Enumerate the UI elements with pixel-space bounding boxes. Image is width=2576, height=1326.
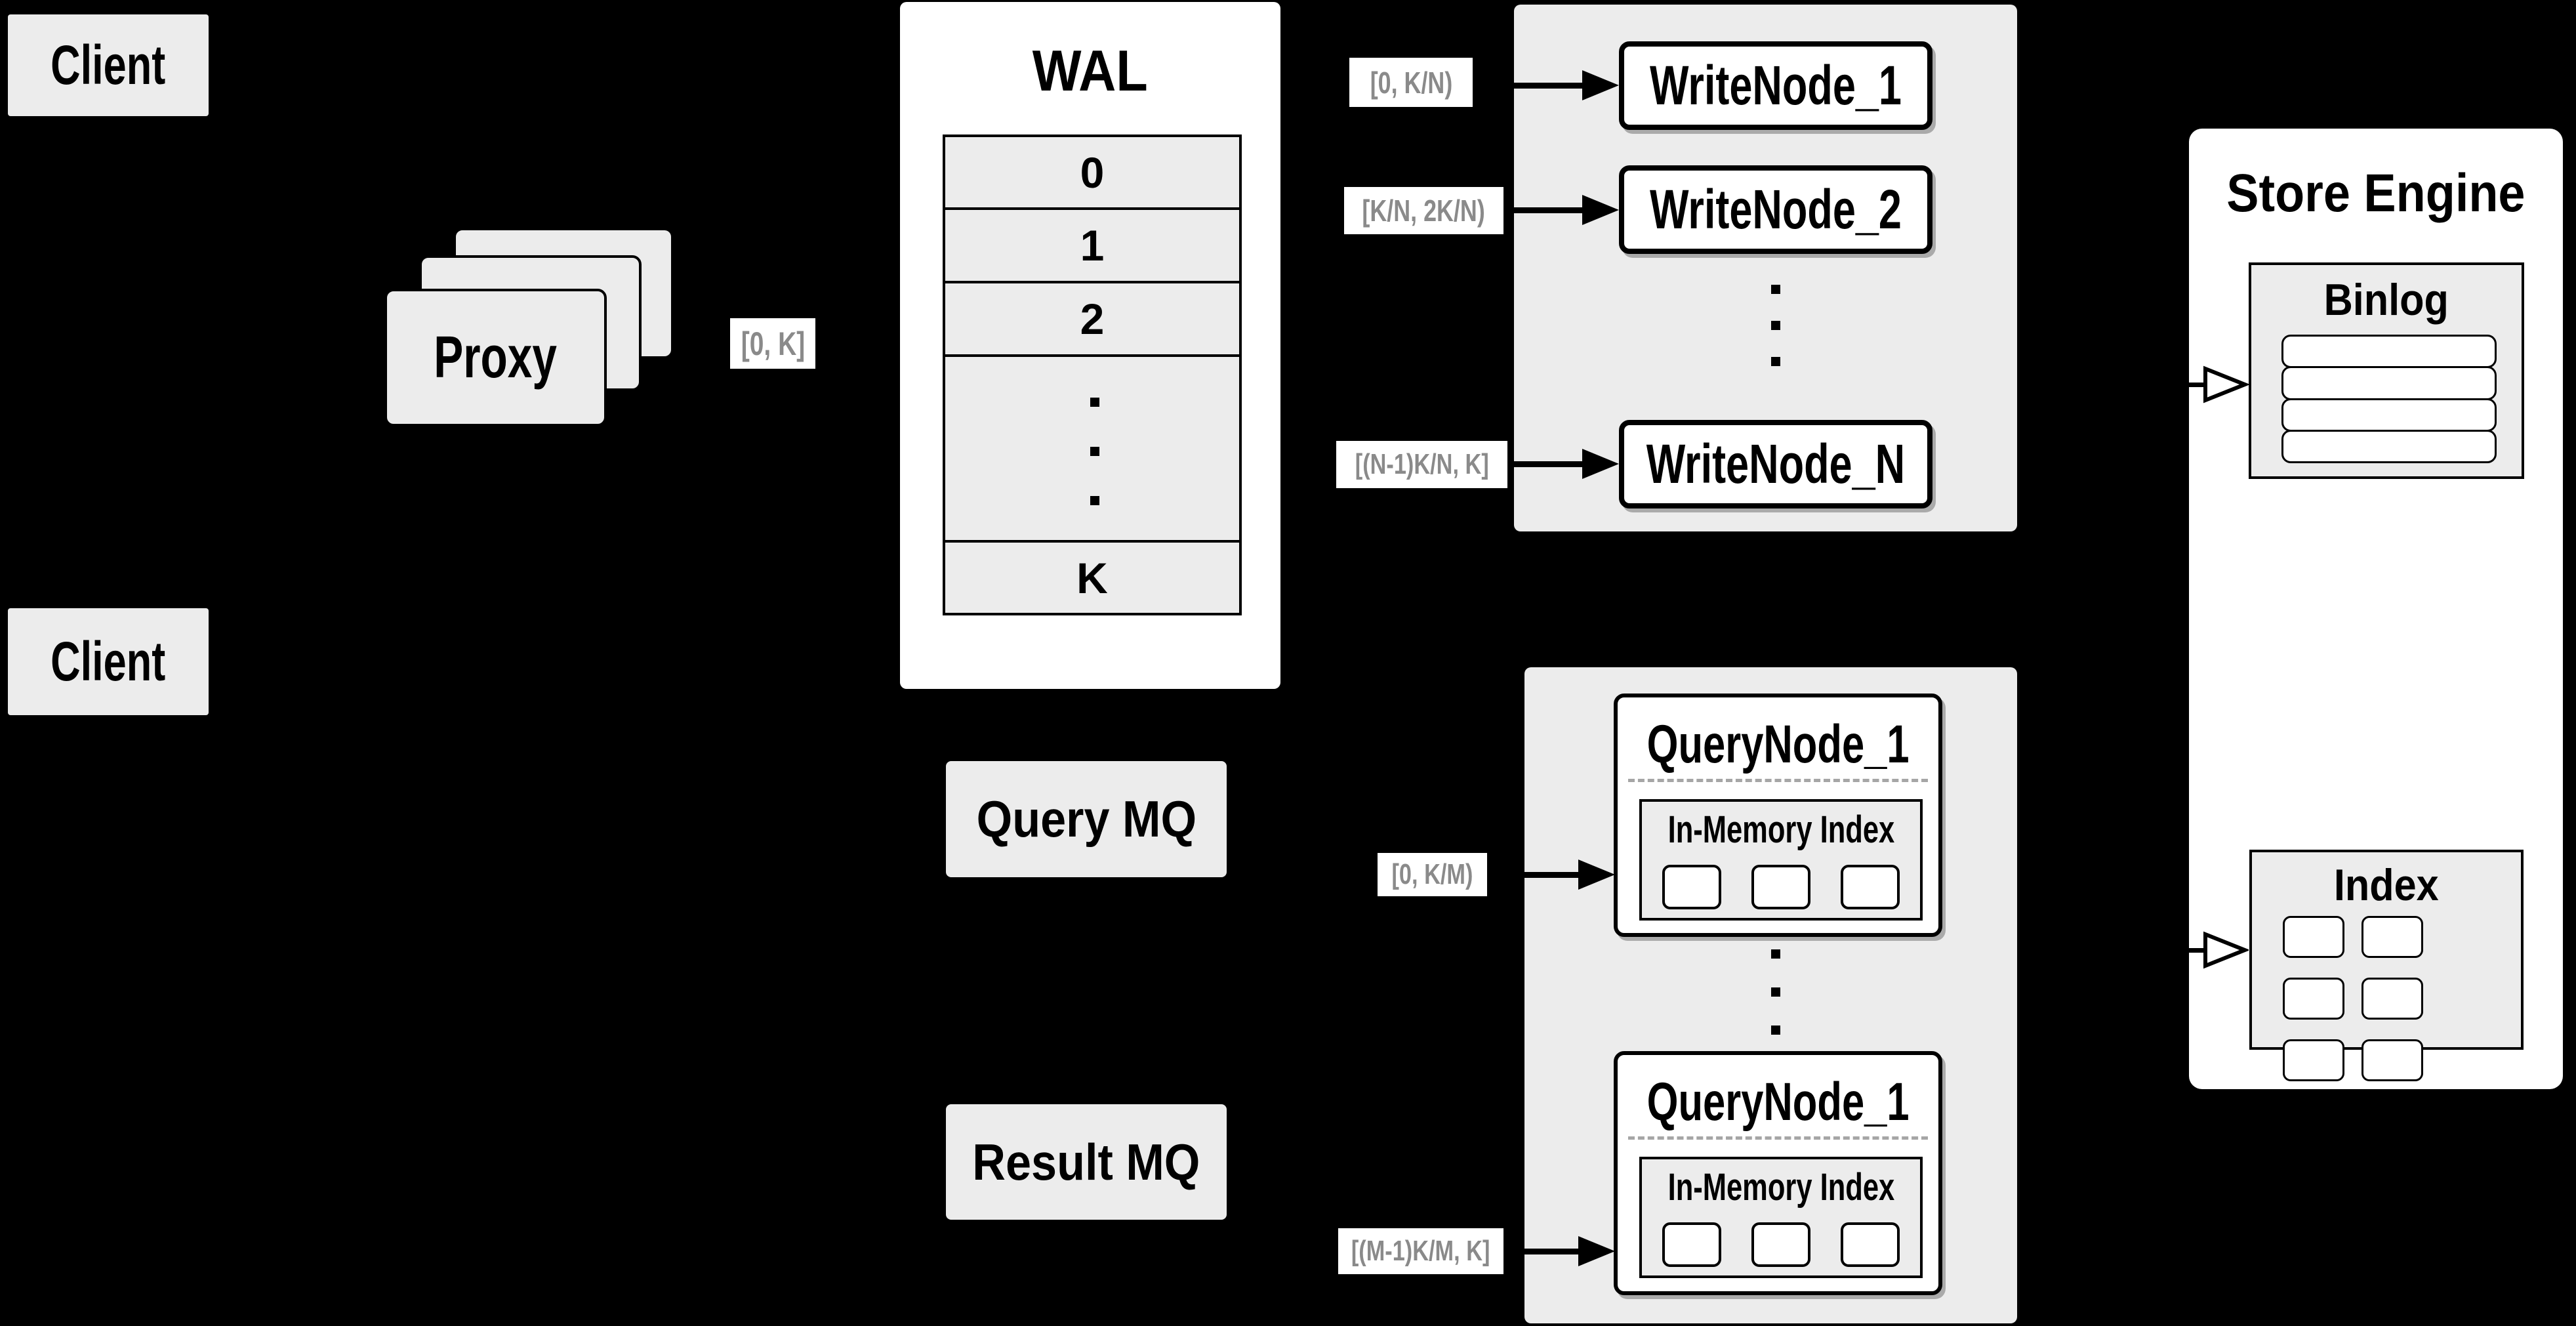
arrow-binlog-line — [2189, 383, 2215, 387]
vertical-ellipsis-dot — [1771, 1026, 1780, 1035]
range-chip-writen-text: [(N-1)K/N, K] — [1355, 448, 1489, 480]
binlog-title-wrap: Binlog — [2251, 272, 2522, 327]
query-node-top-title-wrap: QueryNode_1 — [1618, 712, 1938, 777]
range-chip-write2: [K/N, 2K/N) — [1344, 187, 1503, 234]
query-node-bottom: QueryNode_1 In-Memory Index — [1614, 1051, 1942, 1295]
index-title-wrap: Index — [2252, 859, 2521, 911]
in-memory-index-top-title: In-Memory Index — [1667, 808, 1894, 851]
index-cell — [2361, 916, 2423, 958]
in-memory-index-bottom: In-Memory Index — [1639, 1157, 1923, 1278]
in-memory-index-top: In-Memory Index — [1639, 799, 1923, 921]
index-cell — [2283, 978, 2344, 1020]
write-node-2-label: WriteNode_2 — [1650, 178, 1902, 240]
query-node-bottom-title: QueryNode_1 — [1646, 1072, 1910, 1132]
range-chip-writen: [(N-1)K/N, K] — [1336, 441, 1507, 488]
range-chip-proxy: [0, K] — [730, 318, 815, 369]
write-node-n: WriteNode_N — [1619, 420, 1932, 508]
write-node-2: WriteNode_2 — [1619, 165, 1932, 254]
index-cell — [2361, 1039, 2423, 1081]
query-node-bottom-separator — [1628, 1136, 1928, 1140]
query-node-top: QueryNode_1 In-Memory Index — [1614, 694, 1942, 937]
arrow-wal-writenode1-head — [1582, 70, 1619, 100]
wal-row-0: 0 — [945, 137, 1239, 207]
segment-cell — [1662, 865, 1721, 909]
write-node-1: WriteNode_1 — [1619, 41, 1932, 130]
wal-title-wrap: WAL — [900, 38, 1280, 104]
range-chip-write1-text: [0, K/N) — [1370, 65, 1452, 100]
result-mq-node: Result MQ — [946, 1104, 1227, 1220]
store-engine-panel: Store Engine Binlog Index — [2189, 129, 2563, 1089]
index-title: Index — [2334, 860, 2439, 910]
wal-panel: WAL 0 1 2 K — [900, 2, 1280, 689]
arrow-binlog-open-head — [2203, 365, 2249, 404]
vertical-ellipsis-dot — [1771, 285, 1780, 294]
client-node-top-label: Client — [51, 34, 166, 96]
segment-cell — [1841, 1222, 1900, 1267]
index-cells — [2283, 916, 2490, 1081]
wal-title: WAL — [1032, 38, 1148, 103]
in-memory-index-top-segments — [1642, 865, 1920, 909]
binlog-rows — [2281, 335, 2497, 463]
in-memory-index-bottom-segments — [1642, 1222, 1920, 1267]
vertical-ellipsis-dot — [1771, 357, 1780, 366]
arrow-wal-writenode2-head — [1582, 195, 1619, 225]
in-memory-index-top-title-wrap: In-Memory Index — [1642, 806, 1920, 853]
vertical-ellipsis-dot — [1090, 447, 1099, 456]
query-mq-label: Query MQ — [976, 790, 1196, 848]
binlog-title: Binlog — [2323, 274, 2449, 325]
arrow-index-open-head — [2203, 931, 2249, 969]
arrow-querymq-querynode1-head — [1578, 860, 1615, 890]
write-node-1-label: WriteNode_1 — [1650, 54, 1902, 116]
vertical-ellipsis-dot — [1771, 949, 1780, 959]
segment-cell — [1751, 1222, 1810, 1267]
range-chip-querym-text: [(M-1)K/M, K] — [1351, 1235, 1490, 1267]
write-node-n-label: WriteNode_N — [1646, 433, 1906, 495]
index-cell — [2283, 1039, 2344, 1081]
vertical-ellipsis-dot — [1090, 496, 1099, 505]
store-engine-title: Store Engine — [2226, 163, 2525, 223]
in-memory-index-bottom-title: In-Memory Index — [1667, 1165, 1894, 1209]
range-chip-write2-text: [K/N, 2K/N) — [1362, 194, 1486, 228]
client-node-top: Client — [8, 14, 209, 116]
binlog-row — [2281, 429, 2497, 463]
range-chip-proxy-text: [0, K] — [741, 325, 805, 362]
binlog-row — [2281, 366, 2497, 400]
segment-cell — [1841, 865, 1900, 909]
client-node-bottom-label: Client — [51, 631, 166, 692]
segment-cell — [1662, 1222, 1721, 1267]
query-node-bottom-title-wrap: QueryNode_1 — [1618, 1069, 1938, 1135]
range-chip-query1: [0, K/M) — [1378, 853, 1487, 896]
index-box: Index — [2249, 850, 2524, 1081]
arrow-wal-writenoden-head — [1582, 449, 1619, 479]
query-node-top-title: QueryNode_1 — [1646, 715, 1910, 774]
vertical-ellipsis-dot — [1771, 321, 1780, 330]
in-memory-index-bottom-title-wrap: In-Memory Index — [1642, 1163, 1920, 1211]
arrow-resultmq-querynodem-head — [1578, 1236, 1615, 1266]
segment-cell — [1751, 865, 1810, 909]
query-node-top-separator — [1628, 779, 1928, 782]
proxy-node: Proxy — [384, 289, 607, 426]
binlog-row — [2281, 398, 2497, 432]
wal-row-2: 2 — [945, 281, 1239, 354]
arrow-index-line — [2189, 948, 2215, 953]
range-chip-write1: [0, K/N) — [1349, 58, 1473, 107]
range-chip-querym: [(M-1)K/M, K] — [1338, 1228, 1503, 1274]
client-node-bottom: Client — [8, 608, 209, 715]
index-cell — [2283, 916, 2344, 958]
vertical-ellipsis-dot — [1090, 398, 1099, 407]
binlog-box: Binlog — [2249, 262, 2524, 479]
binlog-row — [2281, 335, 2497, 369]
store-engine-title-wrap: Store Engine — [2189, 157, 2563, 230]
wal-row-k: K — [945, 540, 1239, 613]
wal-segment-table: 0 1 2 K — [943, 135, 1242, 615]
result-mq-label: Result MQ — [972, 1132, 1200, 1191]
proxy-node-label: Proxy — [434, 324, 558, 390]
query-mq-node: Query MQ — [946, 761, 1227, 877]
wal-row-ellipsis — [945, 354, 1239, 540]
wal-row-1: 1 — [945, 207, 1239, 281]
vertical-ellipsis-dot — [1771, 987, 1780, 997]
index-cell — [2361, 978, 2423, 1020]
range-chip-query1-text: [0, K/M) — [1391, 858, 1473, 890]
